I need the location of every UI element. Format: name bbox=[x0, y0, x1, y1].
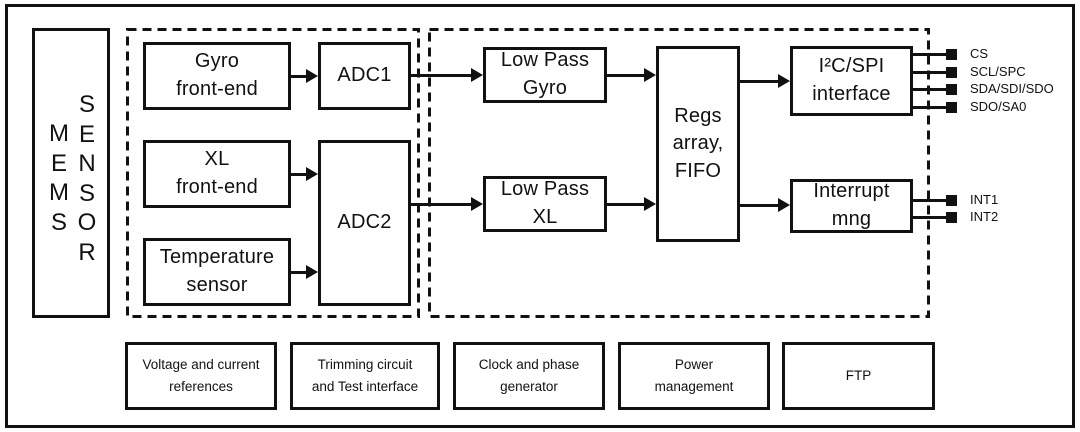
digital-domain-dashed-box bbox=[428, 28, 930, 318]
pin-pad-icon bbox=[946, 101, 957, 113]
block-temperature-sensor: Temperature sensor bbox=[143, 238, 291, 306]
pin-label: SDO/SA0 bbox=[970, 99, 1027, 114]
pin-label: INT2 bbox=[970, 209, 999, 224]
pin-label: CS bbox=[970, 46, 989, 61]
pin-label: SDA/SDI/SDO bbox=[970, 81, 1054, 96]
arrow-temp-to-adc2 bbox=[291, 264, 318, 280]
pin-cs: CS bbox=[913, 47, 1078, 61]
arrow-regs-to-interrupt bbox=[740, 197, 790, 213]
arrow-regs-to-i2cspi bbox=[740, 73, 790, 89]
arrowhead-icon bbox=[778, 198, 790, 212]
pin-pad-icon bbox=[946, 66, 957, 78]
arrow-lowpass-gyro-to-regs bbox=[607, 67, 656, 83]
arrow-shaft bbox=[740, 79, 781, 83]
arrow-shaft bbox=[291, 74, 309, 78]
mems-vertical-text: MEMS bbox=[49, 120, 69, 236]
block-clock-phase-generator: Clock and phase generator bbox=[453, 342, 605, 410]
block-lowpass-gyro: Low Pass Gyro bbox=[483, 47, 607, 103]
block-gyro-frontend: Gyro front-end bbox=[143, 42, 291, 110]
block-adc2: ADC2 bbox=[318, 140, 411, 306]
block-adc1: ADC1 bbox=[318, 42, 411, 110]
block-voltage-current-references: Voltage and current references bbox=[125, 342, 277, 410]
pin-pad-icon bbox=[946, 211, 957, 223]
pin-int1: INT1 bbox=[913, 193, 1078, 207]
pin-pad-icon bbox=[946, 48, 957, 60]
pin-line bbox=[913, 105, 948, 109]
analog-domain-dashed-box bbox=[126, 28, 420, 318]
pin-line bbox=[913, 215, 948, 219]
pin-sdo-sa0: SDO/SA0 bbox=[913, 100, 1078, 114]
arrow-shaft bbox=[411, 202, 474, 206]
sensor-vertical-text: SENSOR bbox=[77, 91, 97, 266]
arrow-adc2-to-lowpass-xl bbox=[411, 196, 483, 212]
arrow-shaft bbox=[607, 202, 647, 206]
pin-label: SCL/SPC bbox=[970, 64, 1026, 79]
arrowhead-icon bbox=[471, 197, 483, 211]
arrow-shaft bbox=[291, 172, 309, 176]
arrowhead-icon bbox=[306, 69, 318, 83]
arrowhead-icon bbox=[644, 68, 656, 82]
arrow-gyrofe-to-adc1 bbox=[291, 68, 318, 84]
arrowhead-icon bbox=[778, 74, 790, 88]
pin-scl-spc: SCL/SPC bbox=[913, 65, 1078, 79]
arrow-shaft bbox=[740, 203, 781, 207]
pin-sda-sdi-sdo: SDA/SDI/SDO bbox=[913, 82, 1078, 96]
block-xl-frontend: XL front-end bbox=[143, 140, 291, 208]
arrowhead-icon bbox=[306, 167, 318, 181]
pin-line bbox=[913, 52, 948, 56]
arrow-shaft bbox=[411, 73, 474, 77]
pin-label: INT1 bbox=[970, 192, 999, 207]
arrowhead-icon bbox=[644, 197, 656, 211]
pin-int2: INT2 bbox=[913, 210, 1078, 224]
block-power-management: Power management bbox=[618, 342, 770, 410]
arrow-shaft bbox=[607, 73, 647, 77]
pin-line bbox=[913, 87, 948, 91]
outer-border bbox=[5, 4, 1075, 428]
arrow-shaft bbox=[291, 270, 309, 274]
block-lowpass-xl: Low Pass XL bbox=[483, 176, 607, 232]
arrow-adc1-to-lowpass-gyro bbox=[411, 67, 483, 83]
arrowhead-icon bbox=[471, 68, 483, 82]
block-i2c-spi-interface: I²C/SPI interface bbox=[790, 46, 913, 116]
block-mems-sensor: MEMS SENSOR bbox=[32, 28, 110, 318]
pin-line bbox=[913, 198, 948, 202]
pin-pad-icon bbox=[946, 83, 957, 95]
block-ftp: FTP bbox=[782, 342, 935, 410]
block-interrupt-mng: Interrupt mng bbox=[790, 179, 913, 233]
block-regs-array-fifo: Regs array, FIFO bbox=[656, 46, 740, 242]
arrow-lowpass-xl-to-regs bbox=[607, 196, 656, 212]
block-trimming-test-interface: Trimming circuit and Test interface bbox=[290, 342, 440, 410]
arrowhead-icon bbox=[306, 265, 318, 279]
arrow-xlfe-to-adc2 bbox=[291, 166, 318, 182]
pin-pad-icon bbox=[946, 194, 957, 206]
pin-line bbox=[913, 70, 948, 74]
